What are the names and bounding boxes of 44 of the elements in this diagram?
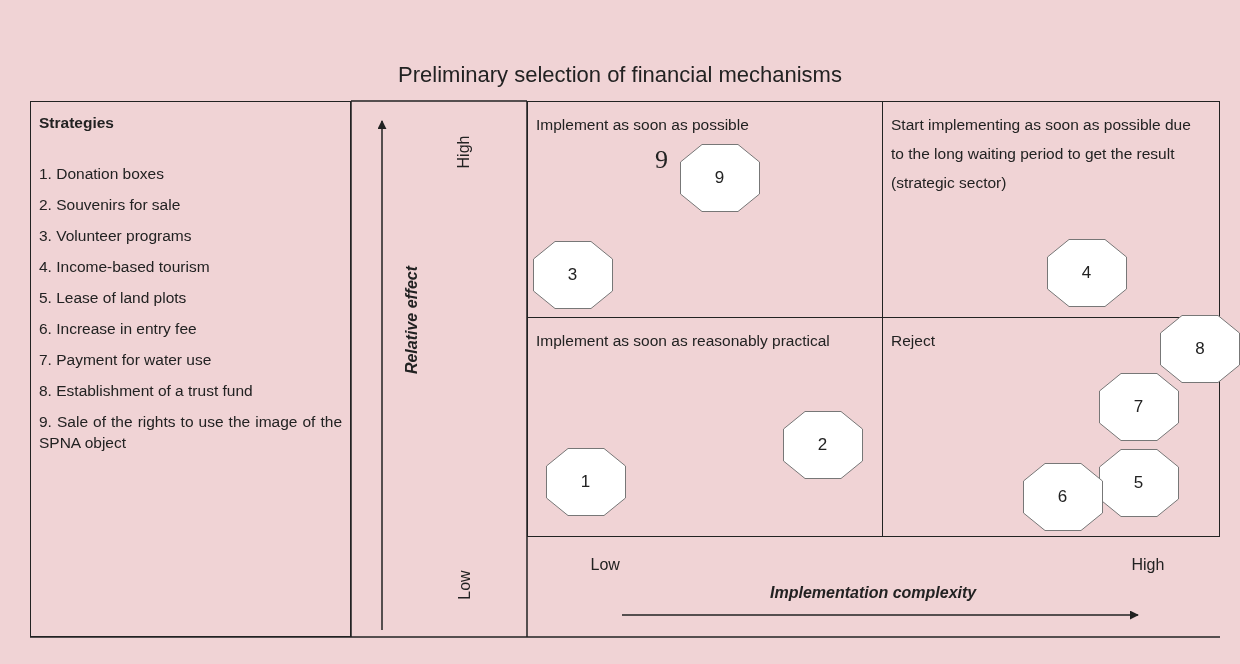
octagon-marker [1098,372,1179,441]
octagon-marker [1046,238,1127,307]
diagram-title: Preliminary selection of financial mechanisms [397,62,843,88]
octagon-marker [782,410,863,479]
octagon-number: 7 [1133,396,1144,417]
axis-label: High [454,135,473,169]
axis-title: Relative effect [403,265,422,375]
octagon-marker [532,240,613,309]
strategy-list-item: 1. Donation boxes [39,164,165,184]
octagon-marker [1022,462,1103,531]
octagon-marker [1160,315,1240,383]
axis-label: Low [455,570,474,600]
strategy-list-item: 7. Payment for water use [39,350,213,370]
octagon-number: 4 [1081,262,1092,283]
panel-heading: Strategies [39,113,115,133]
octagon-number: 9 [714,167,725,188]
axis-label: Low [590,556,620,574]
octagon-number: 8 [1195,339,1205,359]
quadrant-cell [882,101,1220,318]
axis-label: High [1131,556,1165,574]
strategy-list-item: 3. Volunteer programs [39,226,193,246]
octagon-marker [1098,448,1179,517]
octagon-number: 5 [1133,472,1144,493]
strategy-list-item: 5. Lease of land plots [39,288,188,308]
stray-number: 9 [655,145,668,175]
octagon-number: 1 [580,471,591,492]
strategy-list-item: 8. Establishment of a trust fund [39,381,254,401]
quadrant-heading: Implement as soon as reasonably practical [536,331,831,351]
strategy-list-item: 4. Income-based tourism [39,257,211,277]
quadrant-heading: Start implementing as soon as possible due to the long waiting period to get the result (strategic sector) [891,115,1192,193]
axis-title: Implementation complexity [770,584,977,602]
strategy-list-item: 6. Increase in entry fee [39,319,198,339]
strategies-panel [30,101,351,637]
strategy-list-item: 2. Souvenirs for sale [39,195,182,215]
quadrant-heading: Implement as soon as possible [536,115,750,135]
octagon-marker [679,143,760,212]
quadrant-cell [527,101,883,318]
octagon-number: 3 [567,264,578,285]
quadrant-cell [527,317,883,537]
octagon-number: 6 [1057,486,1068,507]
strategy-list-item: 9. Sale of the rights to use the image of the SPNA object [39,412,342,453]
quadrant-heading: Reject [891,331,936,351]
octagon-number: 2 [817,434,828,455]
octagon-marker [545,447,626,516]
